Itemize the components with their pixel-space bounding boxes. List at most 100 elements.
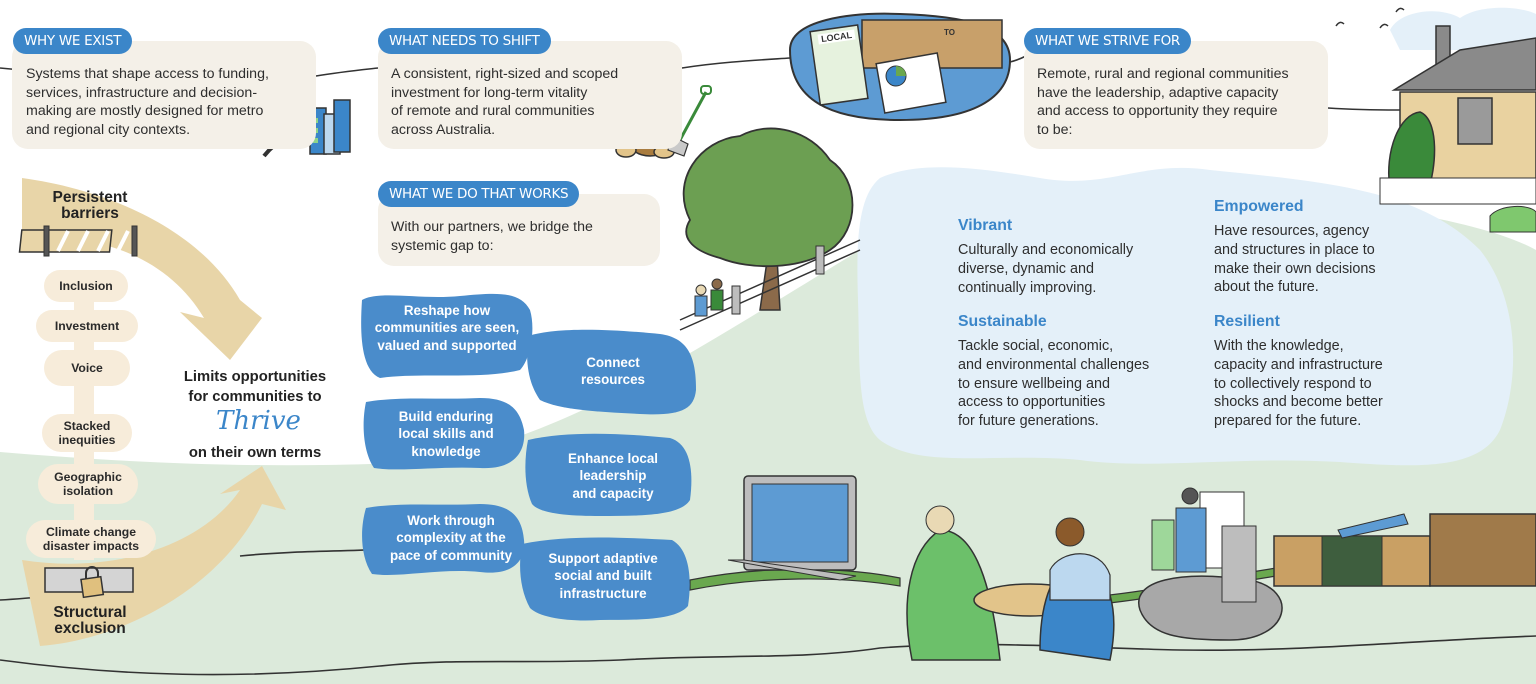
text-line: to collectively respond to [1214,375,1372,392]
what-we-strive-for-badge: What we strive for [1024,28,1191,54]
outcome-sustainable-desc: Tackle social, economic, and environment… [958,337,1198,431]
label-line: exclusion [54,620,126,637]
text-line: and regional city contexts. [26,121,191,138]
text-line: Enhance local [567,451,659,466]
barrier-stone-geographic-isolation: Geographic isolation [38,464,138,504]
label-line: barriers [61,205,119,222]
label-line: Persistent [52,189,128,206]
text-line: social and built [554,568,652,584]
structural-exclusion-label: Structural exclusion [30,605,150,637]
text-line: A consistent, right-sized and scoped [391,66,619,82]
text-line: access to opportunities [958,394,1106,411]
thrive-script-text: Thrive [216,406,301,436]
action-wave-3 [363,398,525,470]
stone-text: inequities [58,433,116,447]
what-we-strive-for-card [1024,41,1328,149]
stone-text: Investment [54,319,120,333]
stone-text: Stacked [63,419,111,433]
text-line: systemic gap to: [391,237,494,254]
outcome-resilient-desc: With the knowledge, capacity and infrast… [1214,337,1454,431]
action-wave-2 [527,329,696,415]
text-line: for future generations. [958,413,1099,430]
text-line: continually improving. [958,279,1097,296]
outcome-vibrant-title: Vibrant [958,217,1013,234]
text-line: Remote, rural and regional communities [1037,66,1289,82]
text-line: services, infrastructure and decision- [26,84,258,101]
horizon-line-right2 [1327,107,1401,111]
what-needs-to-shift-card [378,41,682,149]
tree-icon [679,127,861,331]
text-line: knowledge [411,443,481,459]
text-line: make their own decisions [1214,260,1376,277]
what-needs-to-shift-badge: What needs to shift [378,28,551,54]
text-line: Systems that shape access to funding, [26,66,269,82]
outcome-resilient-title: Resilient [1214,313,1280,330]
outcome-empowered-desc: Have resources, agency and structures in… [1214,222,1454,297]
text-line: Limits opportunities [183,369,327,385]
horizon-line-mid2 [681,57,791,69]
text-line: and environmental challenges [958,356,1150,373]
text-line: With the knowledge, [1214,338,1344,354]
text-line: prepared for the future. [1214,413,1362,430]
text-line: for communities to [188,389,322,405]
padlock-icon [44,566,134,599]
action-work-through-complexity: Work through complexity at the pace of c… [366,512,536,564]
outcome-vibrant-desc: Culturally and economically diverse, dyn… [958,241,1198,297]
people-walking-icon [694,278,724,317]
action-support-infrastructure: Support adaptive social and built infras… [530,550,676,602]
why-we-exist-card [12,41,316,149]
why-we-exist-badge: Why we exist [13,28,133,54]
text-line: of remote and rural communities [391,103,595,119]
persistent-barriers-label: Persistent barriers [30,190,150,222]
what-we-do-badge: What we do that works [378,181,580,207]
cafe-meeting-illustration [906,505,1115,661]
horizon-line-mid [315,67,379,77]
barrier-stone-investment: Investment [36,310,138,342]
action-wave-4 [525,433,692,516]
text-line: resources [580,372,646,388]
outcome-empowered-title: Empowered [1214,198,1304,215]
barrier-arrow-bottom [22,466,286,646]
what-needs-to-shift-text: A consistent, right-sized and scoped inv… [391,65,681,139]
text-line: Tackle social, economic, [958,338,1114,354]
text-line: about the future. [1214,279,1319,296]
action-build-skills: Build enduring local skills and knowledg… [366,408,526,460]
barrier-gate-icon [18,225,138,257]
barrier-stone-stacked-inequities: Stacked inequities [42,414,132,452]
text-line: to be: [1037,121,1073,138]
text-line: investment for long-term vitality [391,84,588,101]
text-line: Have resources, agency [1214,223,1370,239]
action-wave-6 [520,537,690,621]
text-line: Build enduring [398,409,494,424]
barrier-stone-voice: Voice [44,350,130,386]
what-we-strive-for-text: Remote, rural and regional communities h… [1037,65,1337,139]
stone-text: isolation [62,484,114,498]
contour-line [0,635,1536,676]
outcome-sustainable-title: Sustainable [958,313,1047,330]
text-line: infrastructure [559,585,647,601]
what-we-do-text: With our partners, we bridge the systemi… [391,218,661,255]
text-line: Culturally and economically [958,242,1134,258]
text-line: diverse, dynamic and [958,260,1094,277]
stone-text: disaster impacts [42,539,140,553]
text-line: leadership [579,468,647,484]
community-planning-illustration [1137,487,1536,641]
text-line: capacity and infrastructure [1214,356,1383,373]
action-reshape-communities: Reshape how communities are seen, valued… [362,302,532,354]
cloud [1390,7,1536,51]
action-wave-5 [362,504,525,575]
text-line: Work through [407,513,495,528]
text-line: valued and supported [377,337,517,353]
text-line: Reshape how [403,303,491,318]
barrier-stone-inclusion: Inclusion [44,270,128,302]
text-line: shocks and become better [1214,394,1383,411]
own-terms-text: on their own terms [188,445,322,461]
text-line: making are mostly designed for metro [26,103,264,119]
text-line: local skills and [398,426,494,442]
text-line: complexity at the [396,530,506,546]
text-line: With our partners, we bridge the [391,219,593,235]
text-line: Support adaptive [548,551,658,566]
barrier-stone-climate-change: Climate change disaster impacts [26,520,156,558]
text-line: pace of community [389,547,513,563]
